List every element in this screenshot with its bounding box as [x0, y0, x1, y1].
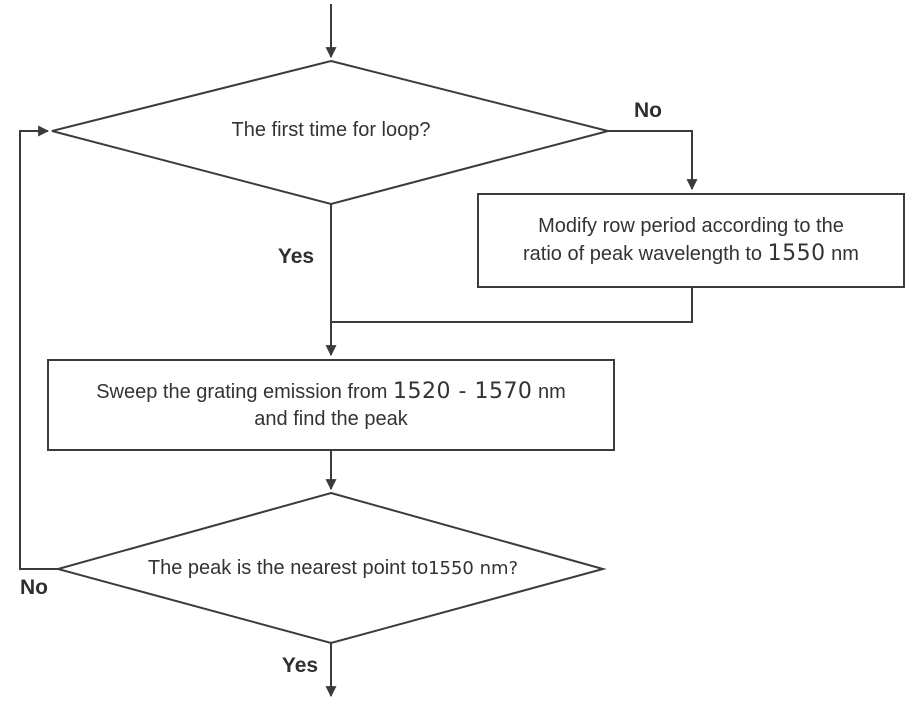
decision-peak-diamond — [54, 491, 607, 645]
process-modify-line2-prefix: ratio of peak wavelength to — [523, 243, 768, 265]
process-modify-wavelength-value: 1550 — [767, 241, 826, 266]
process-sweep-line2-text: and find the peak — [254, 407, 408, 430]
yes-bottom-label: Yes — [281, 654, 319, 677]
process-sweep-line1-suffix: nm — [532, 380, 566, 403]
process-sweep-box: Sweep the grating emission from 1520 - 1… — [47, 359, 615, 451]
decision-peak-text: The peak is the nearest point to1550 nm? — [83, 555, 583, 582]
yes-top-label: Yes — [277, 245, 315, 268]
decision-first-loop-label: The first time for loop? — [231, 119, 431, 141]
decision-peak-text-prefix: The peak is the nearest point to — [147, 557, 429, 579]
process-modify-line2: ratio of peak wavelength to 1550 nm — [523, 240, 859, 268]
process-sweep-line1-prefix: Sweep the grating emission from — [96, 380, 394, 403]
process-sweep-line1: Sweep the grating emission from 1520 - 1… — [96, 378, 566, 406]
process-sweep-range-value: 1520 - 1570 — [393, 378, 533, 404]
loop-back-connector — [19, 125, 58, 570]
decision-peak-wavelength-value: 1550 nm? — [428, 558, 519, 579]
process-modify-line2-suffix: nm — [825, 243, 859, 265]
process-modify-box: Modify row period according to the ratio… — [477, 193, 905, 288]
process-sweep-line2: and find the peak — [254, 406, 407, 433]
process-modify-line1-text: Modify row period according to the — [538, 215, 844, 237]
decision-first-loop-text: The first time for loop? — [131, 117, 531, 144]
no-top-label: No — [634, 99, 662, 122]
decision-first-loop-diamond — [51, 59, 609, 206]
modify-merge-connector — [331, 288, 693, 323]
no-bottom-label: No — [20, 576, 48, 599]
no-branch-connector — [608, 130, 698, 191]
process-modify-line1: Modify row period according to the — [538, 213, 844, 240]
